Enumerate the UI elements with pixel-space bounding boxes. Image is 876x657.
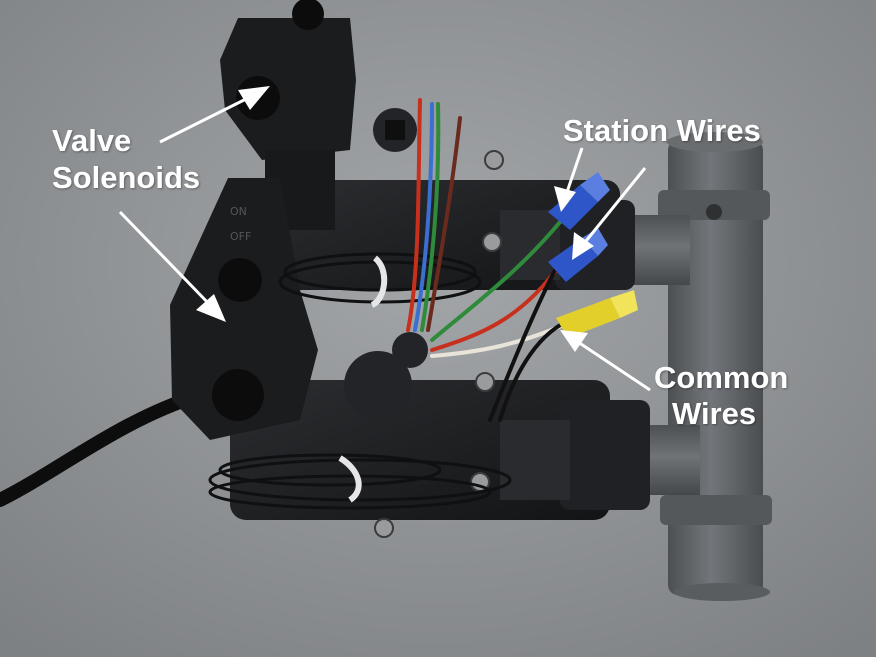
svg-text:ON: ON xyxy=(230,205,247,218)
black-cable xyxy=(0,388,207,507)
label-valve-line2: Solenoids xyxy=(52,160,201,195)
label-station-wires: Station Wires xyxy=(563,113,761,148)
wire-nut-blue-upper xyxy=(548,172,610,230)
lower-solenoid: ON OFF xyxy=(170,178,318,440)
colored-wires xyxy=(406,98,577,422)
wire-nut-yellow xyxy=(556,290,638,338)
screws xyxy=(374,150,504,538)
upper-solenoid xyxy=(220,0,356,230)
bleed-screw-lower xyxy=(344,332,428,419)
label-common-line1: Common xyxy=(654,360,789,395)
annotation-arrows xyxy=(118,86,651,392)
zip-ties xyxy=(338,255,388,503)
bleed-screw-upper xyxy=(373,108,417,152)
svg-text:OFF: OFF xyxy=(230,230,251,243)
label-common-line2: Wires xyxy=(672,396,757,431)
label-valve-line1: Valve xyxy=(52,123,132,158)
